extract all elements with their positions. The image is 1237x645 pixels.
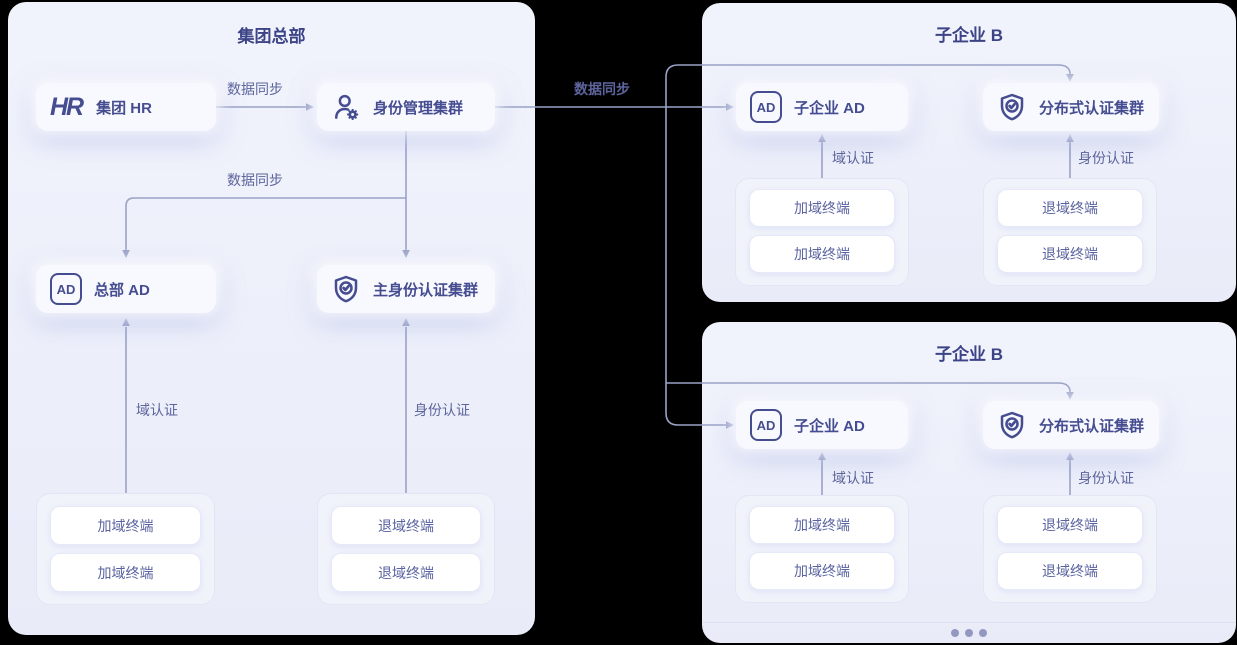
panel-title-headquarters: 集团总部 xyxy=(237,27,306,46)
node-subsidiary-ad-top: AD 子企业 AD xyxy=(736,83,908,131)
node-label-subsidiary-ad-bottom: 子企业 AD xyxy=(794,417,865,435)
terminal-box-join: 加域终端 xyxy=(50,506,201,545)
edge-label-domain-auth: 域认证 xyxy=(832,470,874,486)
terminal-box-leave: 退域终端 xyxy=(331,506,481,545)
hr-logo-icon: HR xyxy=(50,92,84,121)
terminal-group-hq-leave: 退域终端 退域终端 xyxy=(317,493,495,605)
shield-check-icon xyxy=(1000,411,1024,439)
terminal-box-leave: 退域终端 xyxy=(331,553,481,592)
node-distributed-auth-cluster-bottom: 分布式认证集群 xyxy=(983,401,1159,449)
shield-check-icon xyxy=(1000,93,1024,121)
node-main-auth-cluster: 主身份认证集群 xyxy=(317,265,495,313)
terminal-box-leave: 退域终端 xyxy=(997,552,1143,590)
panel-footer xyxy=(702,622,1236,643)
active-directory-badge-icon: AD xyxy=(750,91,782,123)
node-label-headquarters-ad: 总部 AD xyxy=(94,281,150,299)
terminal-box-leave: 退域终端 xyxy=(997,506,1143,544)
terminal-group-sub-bottom-leave: 退域终端 退域终端 xyxy=(983,495,1157,603)
panel-title-subsidiary-top: 子企业 B xyxy=(935,26,1003,45)
terminal-group-hq-join: 加域终端 加域终端 xyxy=(36,493,215,605)
edge-label-domain-auth: 域认证 xyxy=(832,150,874,166)
terminal-box-join: 加域终端 xyxy=(749,506,895,544)
node-subsidiary-ad-bottom: AD 子企业 AD xyxy=(736,401,908,449)
edge-label-data-sync: 数据同步 xyxy=(227,81,283,97)
edge-label-identity-auth: 身份认证 xyxy=(414,402,470,418)
terminal-group-sub-bottom-join: 加域终端 加域终端 xyxy=(735,495,909,603)
node-label-group-hr: 集团 HR xyxy=(96,99,152,117)
terminal-box-join: 加域终端 xyxy=(749,552,895,590)
active-directory-badge-icon: AD xyxy=(750,409,782,441)
node-distributed-auth-cluster-top: 分布式认证集群 xyxy=(983,83,1159,131)
node-label-distributed-auth-cluster-top: 分布式认证集群 xyxy=(1039,99,1145,117)
ellipsis-dot-icon xyxy=(965,629,973,637)
shield-check-icon xyxy=(334,275,358,303)
ellipsis-dot-icon xyxy=(979,629,987,637)
node-label-main-auth-cluster: 主身份认证集群 xyxy=(373,281,479,299)
terminal-box-join: 加域终端 xyxy=(50,553,201,592)
terminal-box-leave: 退域终端 xyxy=(997,189,1143,227)
panel-title-subsidiary-bottom: 子企业 B xyxy=(935,345,1003,364)
node-label-identity-management-cluster: 身份管理集群 xyxy=(373,99,464,117)
terminal-group-sub-top-join: 加域终端 加域终端 xyxy=(735,178,909,286)
person-gear-icon xyxy=(335,94,359,121)
terminal-box-join: 加域终端 xyxy=(749,235,895,273)
node-identity-management-cluster: 身份管理集群 xyxy=(317,83,495,131)
ellipsis-dot-icon xyxy=(951,629,959,637)
node-label-subsidiary-ad-top: 子企业 AD xyxy=(794,99,865,117)
terminal-group-sub-top-leave: 退域终端 退域终端 xyxy=(983,178,1157,286)
node-label-distributed-auth-cluster-bottom: 分布式认证集群 xyxy=(1039,417,1145,435)
edge-label-domain-auth: 域认证 xyxy=(136,402,178,418)
node-headquarters-ad: AD 总部 AD xyxy=(36,265,216,313)
terminal-box-join: 加域终端 xyxy=(749,189,895,227)
edge-label-identity-auth: 身份认证 xyxy=(1078,150,1134,166)
active-directory-badge-icon: AD xyxy=(50,273,82,305)
terminal-box-leave: 退域终端 xyxy=(997,235,1143,273)
edge-label-identity-auth: 身份认证 xyxy=(1078,470,1134,486)
edge-label-data-sync-trunk: 数据同步 xyxy=(574,81,630,97)
edge-label-data-sync: 数据同步 xyxy=(227,172,283,188)
node-group-hr: HR 集团 HR xyxy=(36,83,216,131)
